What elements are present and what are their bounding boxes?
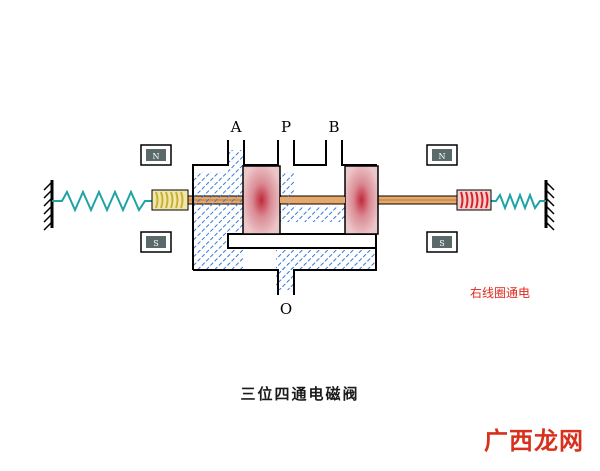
watermark-logo: 广西龙网 — [484, 427, 584, 455]
right-south-magnet: S — [426, 231, 458, 253]
magnet-south-label: S — [153, 239, 158, 248]
left-north-magnet: N — [140, 144, 172, 166]
magnet-north-label: N — [153, 152, 160, 161]
right-wall — [544, 180, 555, 231]
right-coil — [456, 189, 492, 211]
magnet-north-label: N — [439, 152, 446, 161]
port-b-label: B — [328, 118, 339, 136]
port-p-label: P — [281, 118, 291, 136]
port-a-label: A — [230, 118, 242, 136]
diagram-caption: 三位四通电磁阀 — [240, 385, 360, 403]
right-spool — [344, 165, 379, 235]
right-north-magnet: N — [426, 144, 458, 166]
valve-body — [192, 140, 377, 295]
left-wall — [43, 180, 54, 231]
left-spool — [242, 165, 281, 235]
left-coil — [151, 189, 189, 211]
left-south-magnet: S — [140, 231, 172, 253]
right-spring — [490, 192, 546, 211]
status-label: 右线圈通电 — [470, 286, 531, 300]
port-o-label: O — [280, 300, 292, 318]
magnet-south-label: S — [439, 239, 444, 248]
left-spring — [52, 189, 153, 213]
